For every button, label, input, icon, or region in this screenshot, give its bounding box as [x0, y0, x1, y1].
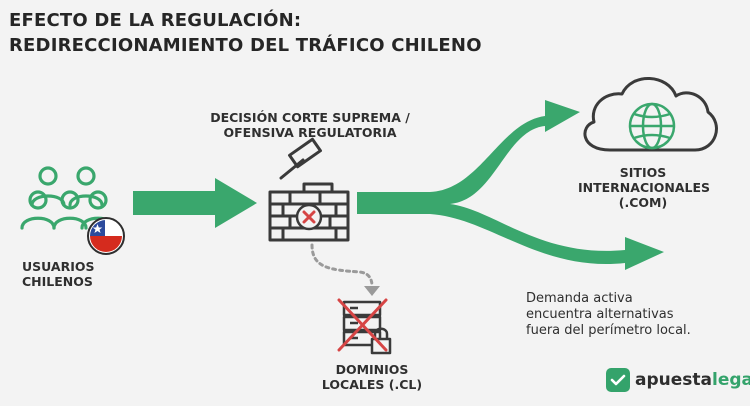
demand-description: Demanda activa encuentra alternativas fu… — [526, 291, 691, 339]
local-domains-label: DOMINIOS LOCALES (.CL) — [317, 362, 427, 392]
logo-text: apuestalegal — [635, 370, 750, 390]
logo-text-part-1: apuesta — [635, 370, 712, 390]
decision-label: DECISIÓN CORTE SUPREMA / OFENSIVA REGULA… — [205, 110, 415, 140]
chile-flag-icon — [87, 217, 125, 255]
international-label: SITIOS INTERNACIONALES (.COM) — [578, 165, 711, 210]
cloud-globe-icon — [583, 77, 718, 152]
users-label-line-2: CHILENOS — [22, 274, 93, 289]
decision-label-line-2: OFENSIVA REGULATORIA — [223, 125, 397, 140]
local-label-line-1: DOMINIOS — [335, 362, 409, 377]
international-label-line-3: (.COM) — [618, 195, 668, 210]
local-label-line-2: LOCALES (.CL) — [321, 377, 423, 392]
users-label: USUARIOS CHILENOS — [22, 259, 95, 289]
decision-label-line-1: DECISIÓN CORTE SUPREMA / — [210, 110, 410, 125]
checkmark-icon — [606, 368, 630, 392]
apuestalegal-logo: apuestalegal — [606, 368, 750, 392]
server-lock-icon — [337, 298, 392, 355]
dotted-arrow — [310, 243, 380, 296]
users-label-line-1: USUARIOS — [22, 259, 95, 274]
arrow-users-to-decision — [133, 178, 257, 228]
desc-line-1: Demanda activa — [526, 291, 633, 306]
desc-line-2: encuentra alternativas — [526, 307, 674, 322]
title-line-1: EFECTO DE LA REGULACIÓN: — [9, 10, 302, 31]
page-title: EFECTO DE LA REGULACIÓN: REDIRECCIONAMIE… — [9, 8, 482, 58]
international-label-line-2: INTERNACIONALES — [578, 180, 711, 195]
title-line-2: REDIRECCIONAMIENTO DEL TRÁFICO CHILENO — [9, 35, 482, 56]
logo-text-part-2: legal — [712, 370, 750, 390]
international-label-line-1: SITIOS — [619, 165, 667, 180]
desc-line-3: fuera del perímetro local. — [526, 323, 691, 338]
split-arrow — [357, 100, 664, 270]
gavel-wall-icon — [268, 137, 350, 242]
